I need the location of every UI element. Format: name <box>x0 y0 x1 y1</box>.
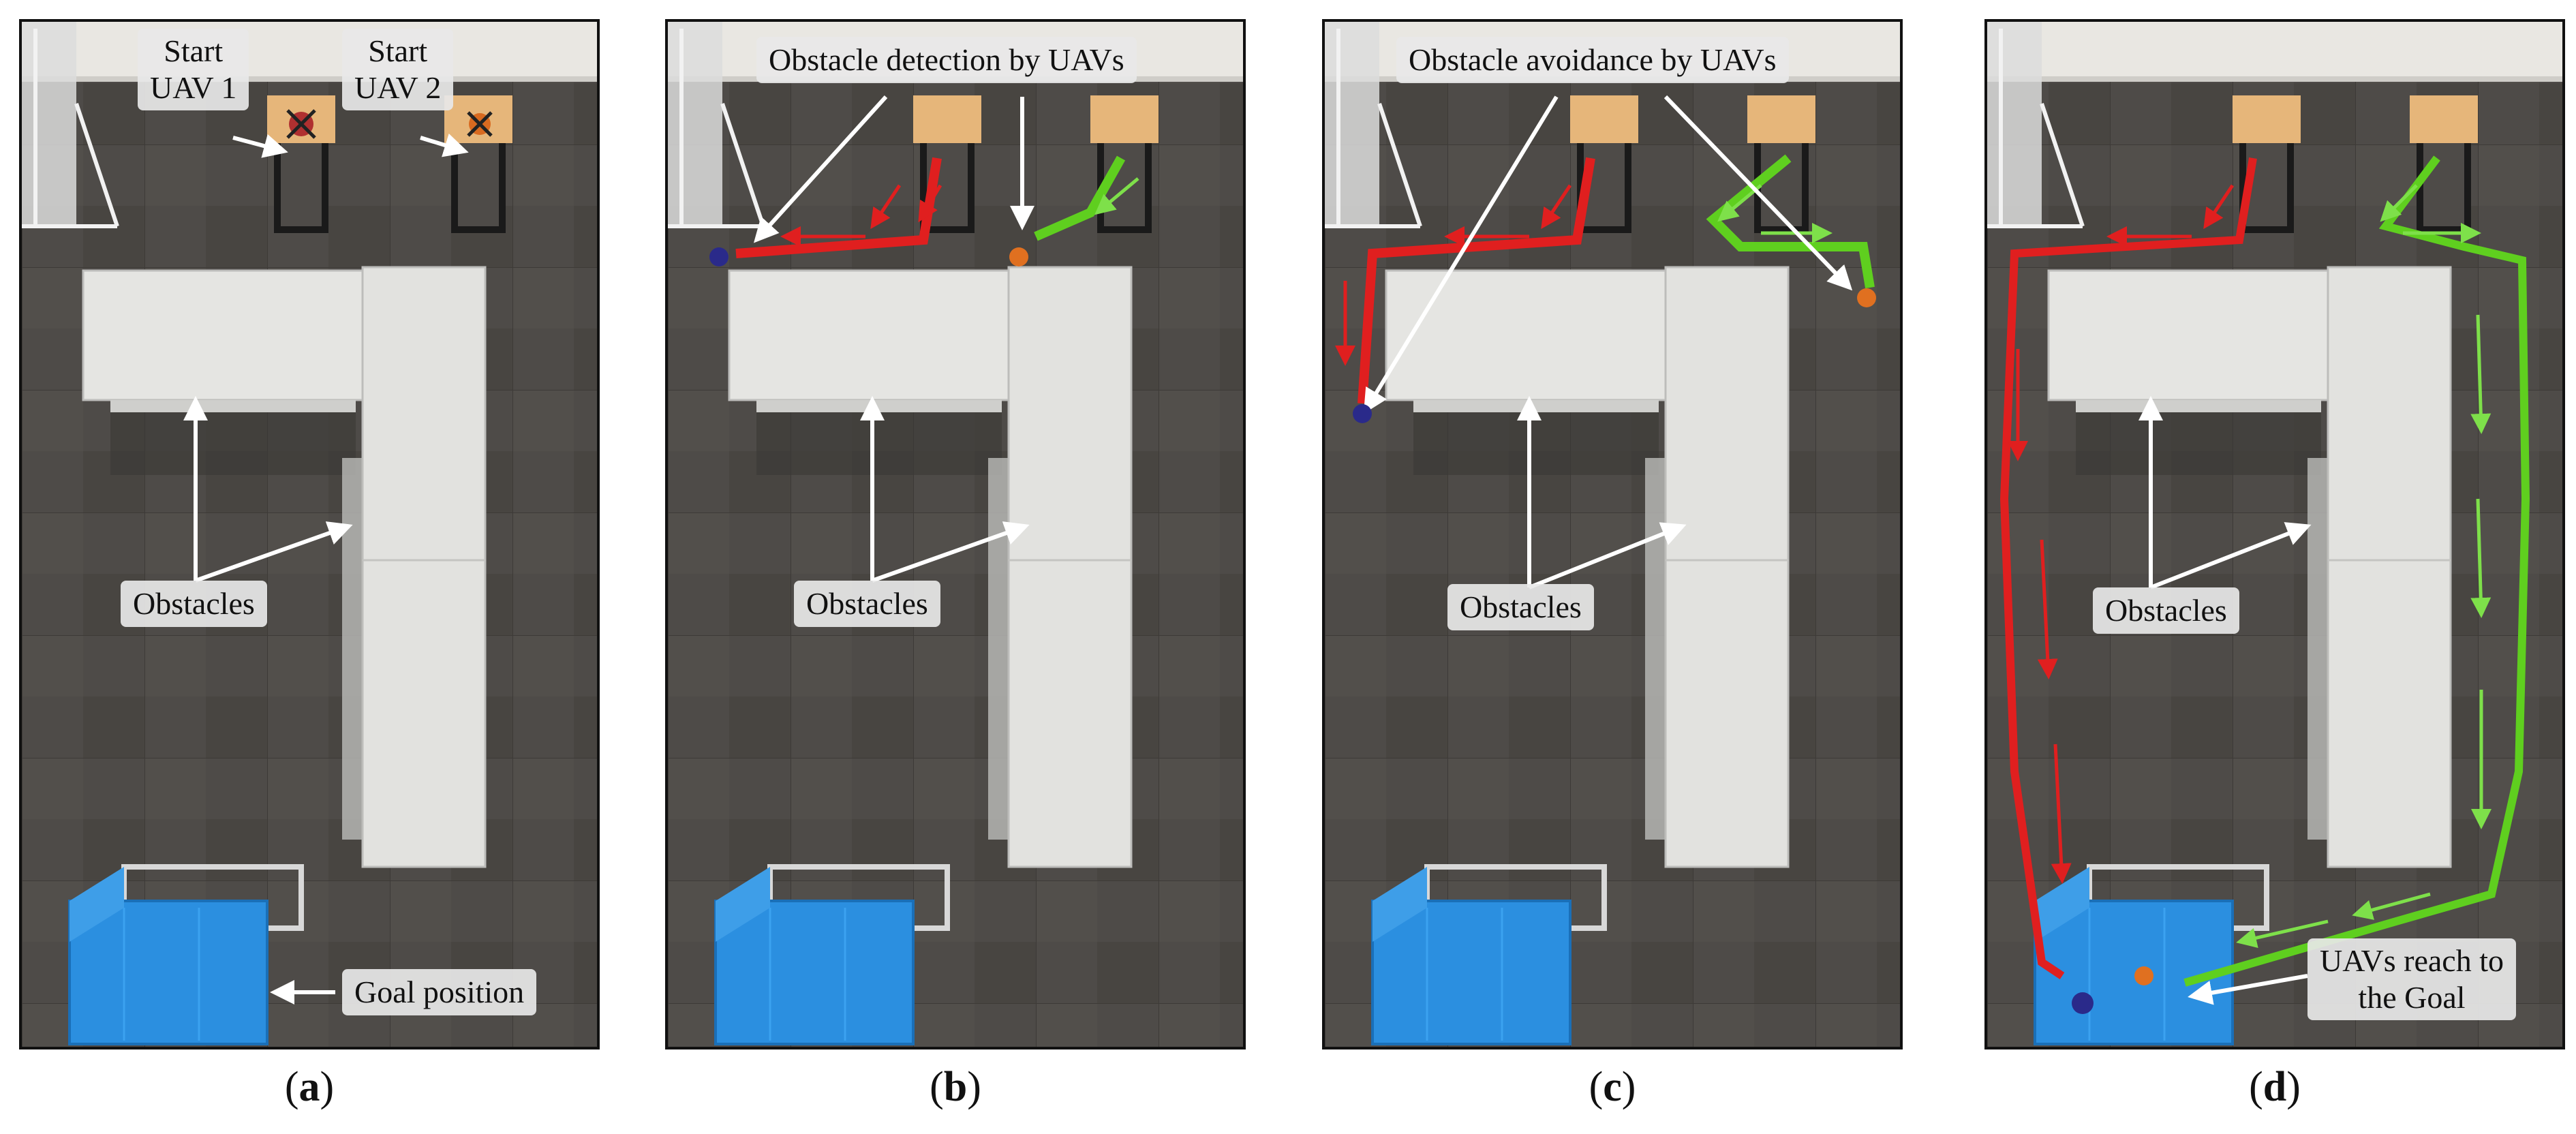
uav-icon <box>2134 966 2153 985</box>
uav1-path <box>735 157 942 258</box>
uav-icon <box>1353 404 1372 423</box>
uav-icon <box>2072 992 2094 1014</box>
obstacles-label: Obstacles <box>1447 584 1594 630</box>
arrow-icon <box>2203 184 2235 230</box>
arrow-icon <box>2470 314 2491 434</box>
arrow-icon <box>1094 177 1139 215</box>
arrow-icon <box>1663 95 1853 291</box>
arrow-icon <box>870 184 902 230</box>
caption-d: (d) <box>2249 1064 2301 1110</box>
arrow-icon <box>2236 919 2329 948</box>
uav2-path <box>1706 154 1875 289</box>
arrow-icon <box>1541 184 1572 230</box>
uav-icon <box>1857 288 1876 307</box>
scene-b <box>668 22 1246 1049</box>
arrow-icon <box>2051 744 2072 884</box>
arrow-icon <box>918 184 942 223</box>
arrow-icon <box>232 134 288 158</box>
scene-a <box>22 22 600 1049</box>
scene-c <box>1325 22 1903 1049</box>
uav-icon <box>709 247 729 266</box>
detection-label: Obstacle detection by UAVs <box>756 37 1137 83</box>
avoidance-label: Obstacle avoidance by UAVs <box>1396 37 1789 83</box>
arrow-icon <box>420 133 469 157</box>
arrow-icon <box>2352 892 2431 920</box>
panel-b: Obstacle detection by UAVs Obstacles <box>665 19 1246 1049</box>
uav2-path <box>1034 155 1126 241</box>
arrow-icon <box>2188 974 2308 1005</box>
uav-icon <box>1009 247 1028 266</box>
obstacles-label: Obstacles <box>794 581 940 627</box>
scene-d <box>1987 22 2565 1049</box>
arrow-icon <box>1363 95 1559 414</box>
uav-icon <box>286 109 316 139</box>
goal-position-label: Goal position <box>342 969 537 1015</box>
arrow-icon <box>2149 522 2312 589</box>
arrow-icon <box>753 95 888 243</box>
uav1-path <box>1999 157 2257 979</box>
arrow-icon <box>2037 539 2058 679</box>
caption-a: (a) <box>284 1064 335 1110</box>
uav1-path <box>1358 157 1595 404</box>
caption-b: (b) <box>930 1064 981 1110</box>
panel-c: Obstacle avoidance by UAVs Obstacles <box>1322 19 1903 1049</box>
arrow-icon <box>871 521 1030 583</box>
arrow-icon <box>194 521 353 583</box>
obstacles-label: Obstacles <box>2093 587 2239 634</box>
arrow-icon <box>2470 498 2491 618</box>
caption-c: (c) <box>1589 1064 1636 1110</box>
arrow-icon <box>2380 184 2418 222</box>
obstacles-label: Obstacles <box>121 581 267 627</box>
uav-icon <box>467 111 493 137</box>
arrow-icon <box>1528 522 1687 589</box>
